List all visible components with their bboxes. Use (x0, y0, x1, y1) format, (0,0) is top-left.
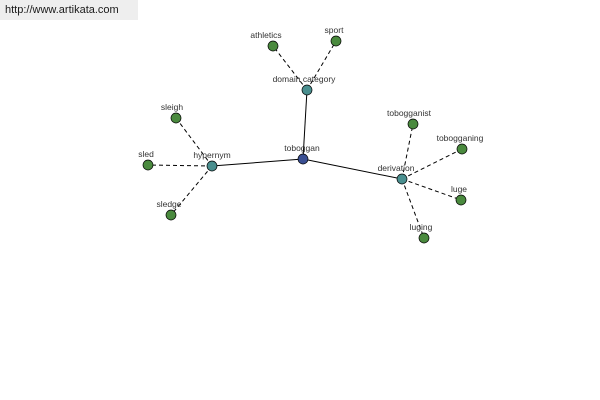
node-sport[interactable]: sport (325, 25, 345, 47)
node-luging[interactable]: luging (410, 222, 433, 244)
edges-layer (147, 40, 463, 239)
node-hypernym-circle[interactable] (206, 160, 218, 172)
node-luge-circle[interactable] (455, 194, 467, 206)
node-domain-category[interactable]: domain category (273, 74, 337, 96)
node-tobogganing-circle[interactable] (456, 143, 468, 155)
node-sledge[interactable]: sledge (156, 199, 182, 221)
edge-hypernym-sled (147, 164, 213, 167)
nodes-layer: toboggan domain category hypernym derivatio… (138, 25, 484, 244)
node-sport-label: sport (325, 25, 345, 35)
node-toboggan-label: toboggan (284, 143, 320, 153)
edge-derivation-tobogganist (401, 123, 414, 180)
node-sled[interactable]: sled (138, 149, 154, 171)
node-sledge-circle[interactable] (165, 209, 177, 221)
edge-hypernym-sledge (170, 165, 213, 216)
node-toboggan-circle[interactable] (297, 153, 309, 165)
edge-domain-category-sport (306, 40, 337, 91)
node-athletics[interactable]: athletics (250, 30, 282, 52)
node-hypernym[interactable]: hypernym (193, 150, 231, 172)
node-domain-category-label: domain category (273, 74, 337, 84)
node-tobogganist-label: tobogganist (387, 108, 432, 118)
edge-derivation-luge (401, 178, 462, 201)
url-bar: http://www.artikata.com (0, 0, 138, 20)
node-tobogganing-label: tobogganing (437, 133, 484, 143)
node-luging-circle[interactable] (418, 232, 430, 244)
node-derivation[interactable]: derivation (378, 163, 415, 185)
node-sport-circle[interactable] (330, 35, 342, 47)
edge-derivation-luging (401, 178, 425, 239)
edge-toboggan-derivation (302, 158, 403, 180)
node-sledge-label: sledge (156, 199, 181, 209)
node-derivation-circle[interactable] (396, 173, 408, 185)
node-sled-circle[interactable] (142, 159, 154, 171)
node-toboggan[interactable]: toboggan (284, 143, 320, 165)
edge-toboggan-domain-category (302, 89, 308, 160)
node-luge-label: luge (451, 184, 467, 194)
node-hypernym-label: hypernym (193, 150, 230, 160)
node-sleigh[interactable]: sleigh (161, 102, 183, 124)
site-url-link[interactable]: http://www.artikata.com (5, 4, 119, 16)
node-domain-category-circle[interactable] (301, 84, 313, 96)
edge-toboggan-hypernym (211, 158, 304, 167)
node-athletics-label: athletics (250, 30, 281, 40)
node-luging-label: luging (410, 222, 433, 232)
node-tobogganist-circle[interactable] (407, 118, 419, 130)
edge-hypernym-sleigh (175, 117, 213, 167)
edge-domain-category-athletics (272, 45, 308, 91)
node-sled-label: sled (138, 149, 154, 159)
node-sleigh-circle[interactable] (170, 112, 182, 124)
node-athletics-circle[interactable] (267, 40, 279, 52)
node-luge[interactable]: luge (451, 184, 467, 206)
node-sleigh-label: sleigh (161, 102, 183, 112)
node-derivation-label: derivation (378, 163, 415, 173)
node-tobogganing[interactable]: tobogganing (437, 133, 484, 155)
node-tobogganist[interactable]: tobogganist (387, 108, 432, 130)
